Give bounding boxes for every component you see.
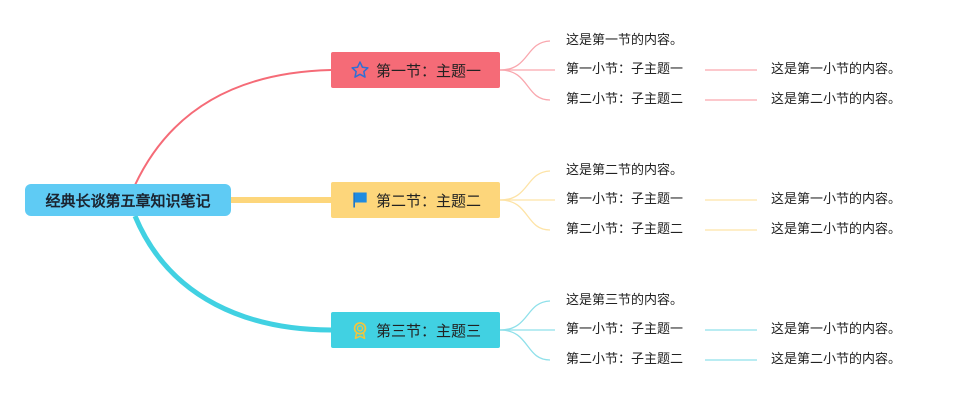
branch-topic-3-label: 第三节：主题三 [375, 321, 481, 340]
branch-topic-1[interactable]: 第一节：主题一 [331, 52, 500, 88]
branch-2-sub-1-content[interactable]: 这是第一小节的内容。 [771, 192, 902, 207]
branch-2-sub-2-content[interactable]: 这是第二小节的内容。 [771, 222, 902, 237]
root-link-3 [132, 215, 332, 333]
branch-1-sub-2[interactable]: 第二小节：子主题二 [566, 92, 684, 107]
branch-3-links [499, 300, 757, 361]
branch-3-sub-1-content[interactable]: 这是第一小节的内容。 [771, 322, 902, 337]
branch-1-sub-1-content[interactable]: 这是第一小节的内容。 [771, 62, 902, 77]
branch-3-sub-2-content[interactable]: 这是第二小节的内容。 [771, 352, 902, 367]
branch-topic-2[interactable]: 第二节：主题二 [331, 182, 500, 218]
flag-icon [350, 190, 370, 210]
root-topic-label: 经典长谈第五章知识笔记 [45, 191, 211, 210]
branch-1-sub-2-content[interactable]: 这是第二小节的内容。 [771, 92, 902, 107]
branch-2-content[interactable]: 这是第二节的内容。 [566, 163, 684, 178]
branch-2-links [499, 170, 757, 231]
branch-2-sub-2[interactable]: 第二小节：子主题二 [566, 222, 684, 237]
branch-3-sub-2[interactable]: 第二小节：子主题二 [566, 352, 684, 367]
branch-1-content[interactable]: 这是第一节的内容。 [566, 33, 684, 48]
branch-topic-2-label: 第二节：主题二 [375, 191, 481, 210]
root-link-1 [134, 69, 332, 186]
branch-3-sub-1[interactable]: 第一小节：子主题一 [566, 322, 684, 337]
award-icon [350, 320, 370, 340]
branch-topic-1-label: 第一节：主题一 [375, 61, 481, 80]
branch-3-content[interactable]: 这是第三节的内容。 [566, 293, 684, 308]
branch-1-sub-1[interactable]: 第一小节：子主题一 [566, 62, 684, 77]
root-topic[interactable]: 经典长谈第五章知识笔记 [25, 184, 231, 216]
star-icon [350, 60, 370, 80]
branch-topic-3[interactable]: 第三节：主题三 [331, 312, 500, 348]
branch-2-sub-1[interactable]: 第一小节：子主题一 [566, 192, 684, 207]
branch-1-links [499, 40, 757, 101]
